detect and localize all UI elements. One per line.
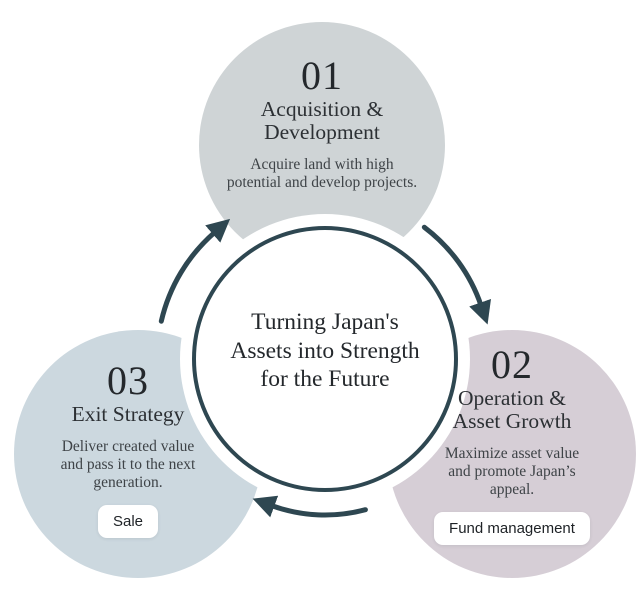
step-operation: 02 Operation & Asset Growth Maximize ass… <box>412 345 612 545</box>
step-title: Acquisition & Development <box>260 97 384 145</box>
step-number: 02 <box>491 342 533 387</box>
step-description: Maximize asset value and promote Japan’s… <box>444 445 580 499</box>
sale-badge: Sale <box>97 504 159 538</box>
step-title: Operation & Asset Growth <box>452 386 572 434</box>
fund-management-badge: Fund management <box>434 511 590 545</box>
step-number: 03 <box>107 358 149 403</box>
step-description: Deliver created value and pass it to the… <box>60 438 196 491</box>
center-circle-ring <box>192 226 458 492</box>
step-acquisition: 01 Acquisition & Development Acquire lan… <box>202 56 442 192</box>
step-number: 01 <box>301 53 343 98</box>
step-title: Exit Strategy <box>71 402 185 426</box>
step-description: Acquire land with high potential and dev… <box>226 156 418 192</box>
arrow-02-to-03-icon <box>252 495 368 518</box>
step-exit-strategy: 03 Exit Strategy Deliver created value a… <box>28 361 228 538</box>
center-title: Turning Japan's Assets into Strength for… <box>230 309 420 393</box>
